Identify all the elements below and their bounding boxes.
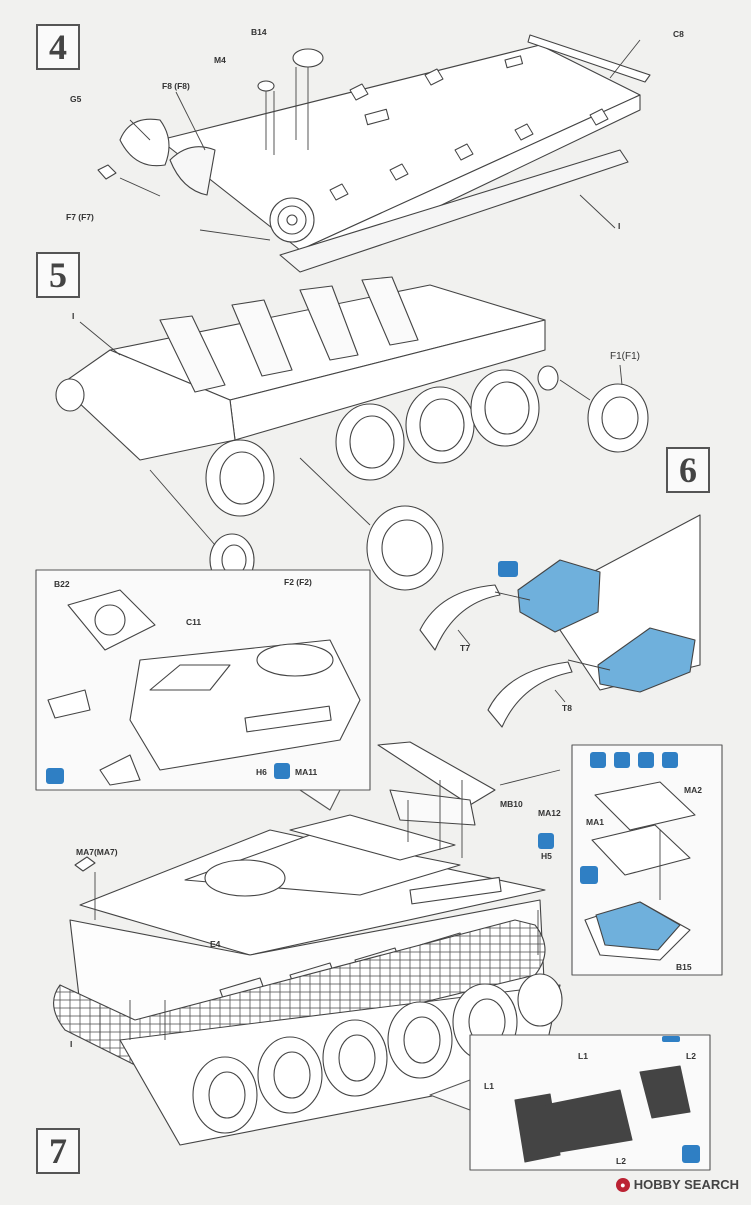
- label-g5: G5: [70, 94, 82, 104]
- label-i-step5: I: [72, 311, 75, 321]
- label-e4: E4: [210, 939, 221, 949]
- watermark-text: HOBBY SEARCH: [633, 1177, 739, 1192]
- drill-icon-2: [538, 833, 554, 849]
- label-ma11: MA11: [295, 767, 318, 777]
- bend-icon: [638, 752, 654, 768]
- label-mb10: MB10: [500, 799, 523, 809]
- label-t8: T8: [562, 703, 572, 713]
- inset-engine-deck: [571, 744, 723, 976]
- watermark: ● HOBBY SEARCH: [615, 1177, 739, 1192]
- label-b14: B14: [251, 27, 267, 37]
- inset-turret-ring: [35, 569, 371, 811]
- label-l2-a: L2: [686, 1051, 696, 1061]
- label-i-step7: I: [70, 1039, 73, 1049]
- hobby-search-logo-icon: ●: [615, 1177, 630, 1192]
- step-number-5: 5: [36, 252, 80, 298]
- label-f2: F2 (F2): [284, 577, 312, 587]
- label-ma7: MA7(MA7): [76, 847, 118, 857]
- label-ma1: MA1: [586, 817, 604, 827]
- label-f7: F7 (F7): [66, 212, 94, 222]
- drill-icon-3: [614, 752, 630, 768]
- inset-track-links: [429, 1034, 711, 1171]
- step4-hull: [97, 34, 651, 273]
- step5-hull: [55, 276, 649, 591]
- step7-wheels: [192, 973, 563, 1134]
- label-b15: B15: [676, 962, 692, 972]
- step7-hull: [53, 741, 563, 1146]
- fender-part-blue-front: [517, 559, 601, 633]
- label-t7: T7: [460, 643, 470, 653]
- fender-part-blue-rear: [597, 627, 696, 693]
- label-f1: F1(F1): [610, 351, 640, 362]
- glue-icon-3: [682, 1145, 700, 1163]
- label-h5: H5: [541, 851, 552, 861]
- step6-assembly: [419, 514, 701, 728]
- label-l1-a: L1: [578, 1051, 588, 1061]
- step5-wheels: [55, 365, 649, 591]
- label-i-step4: I: [618, 221, 621, 231]
- drill-icon: [274, 763, 290, 779]
- label-c8: C8: [673, 29, 684, 39]
- label-m4: M4: [214, 55, 226, 65]
- label-b22: B22: [54, 579, 70, 589]
- label-l2-b: L2: [616, 1156, 626, 1166]
- label-ma12: MA12: [538, 808, 561, 818]
- step-number-7: 7: [36, 1128, 80, 1174]
- glue-icon-2: [590, 752, 606, 768]
- cyano-icon: [662, 752, 678, 768]
- paint-icon-2: [580, 866, 598, 884]
- engine-deck-blue: [595, 901, 681, 951]
- step-number-4: 4: [36, 24, 80, 70]
- label-h6: H6: [256, 767, 267, 777]
- glue-icon: [46, 768, 64, 784]
- label-c11: C11: [186, 617, 202, 627]
- paint-icon: [498, 561, 518, 577]
- step-number-6: 6: [666, 447, 710, 493]
- label-ma2: MA2: [684, 785, 702, 795]
- label-f8: F8 (F8): [162, 81, 190, 91]
- label-l1-b: L1: [484, 1081, 494, 1091]
